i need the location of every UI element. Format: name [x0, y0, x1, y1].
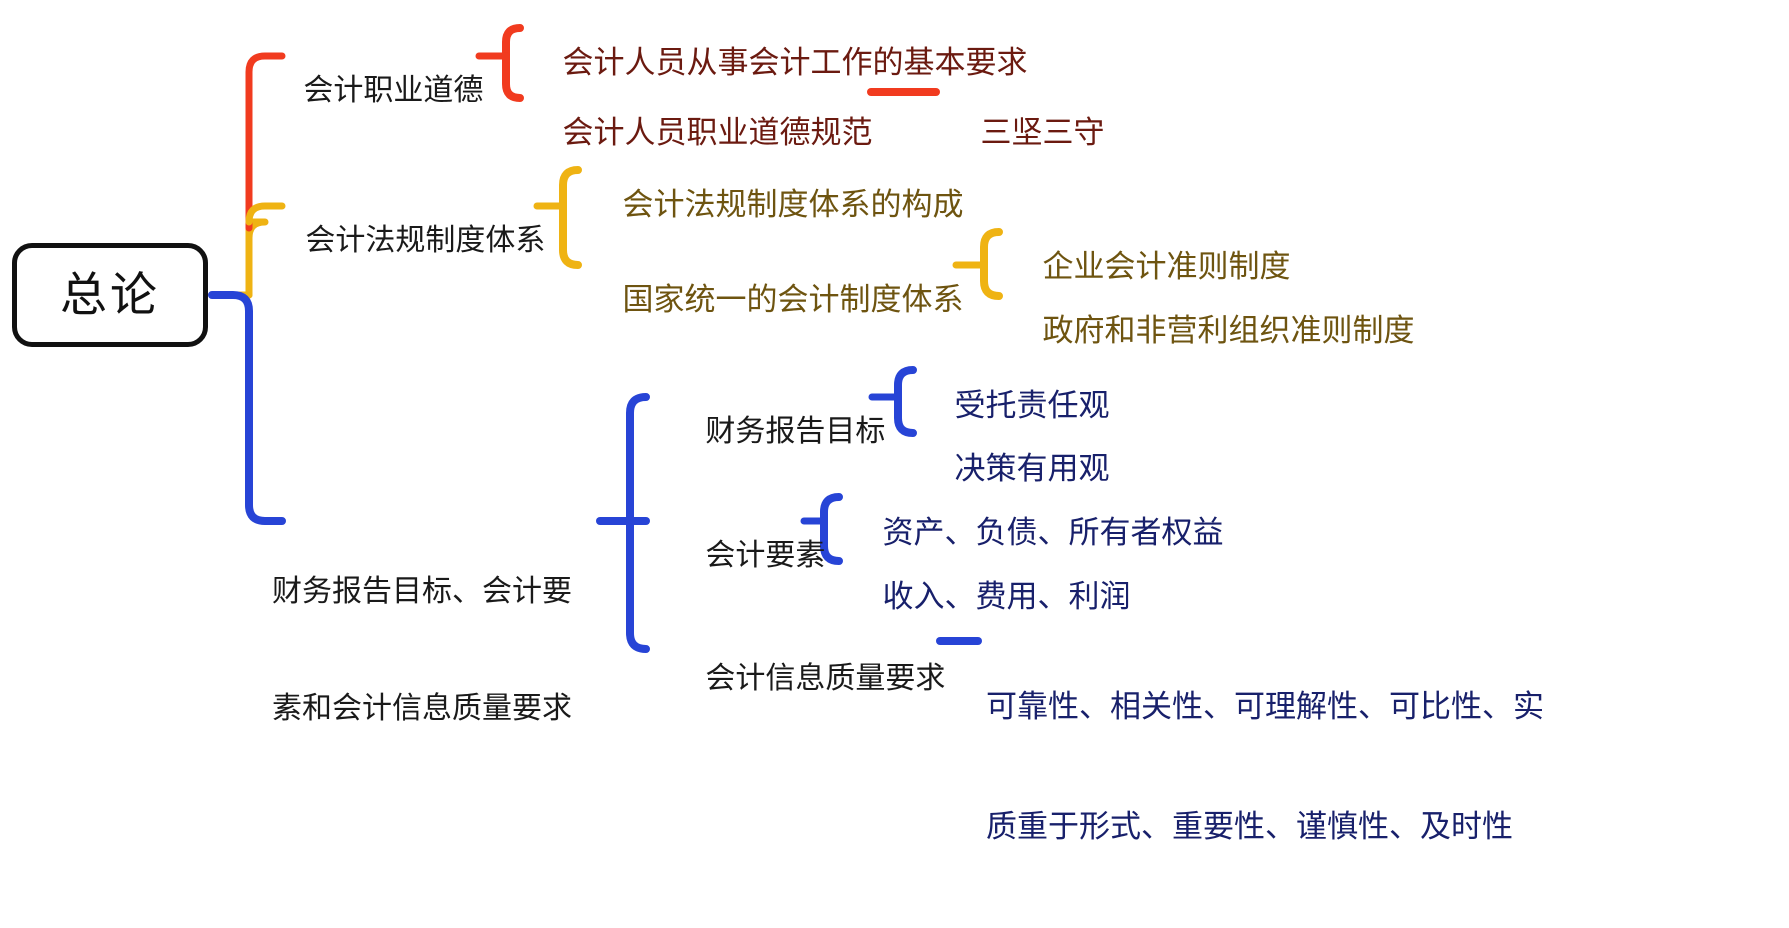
branch-reporting-line1: 财务报告目标、会计要	[272, 575, 572, 608]
node-accounting-elements-text: 会计要素	[705, 539, 826, 573]
mindmap-canvas: 总论 会计职业道德 会计人员从事会计工作的基本要求 会计人员职业道德规范 三坚三…	[12, 8, 1544, 844]
leaf-ethics-three-principles[interactable]: 三坚三守	[946, 78, 1104, 188]
gold-fork-bottom	[559, 202, 582, 269]
blue-elem-fork-top	[820, 493, 843, 525]
node-information-quality-text: 会计信息质量要求	[705, 662, 946, 696]
branch-reporting-line2: 素和会计信息质量要求	[272, 692, 572, 725]
blue-elem-fork-bottom	[820, 517, 843, 565]
leaf-decision-usefulness-view-text: 决策有用观	[954, 450, 1110, 486]
leaf-quality-characteristics[interactable]: 可靠性、相关性、可理解性、可比性、实 质重于形式、重要性、谨慎性、及时性	[986, 606, 1544, 928]
gold-sub-fork-top	[980, 228, 1003, 269]
node-financial-report-goal[interactable]: 财务报告目标	[672, 379, 885, 485]
root-node[interactable]: 总论	[12, 243, 208, 347]
leaf-ethics-basic-requirements-text: 会计人员从事会计工作的基本要求	[562, 44, 1028, 80]
node-accounting-elements[interactable]: 会计要素	[672, 503, 825, 609]
leaf-enterprise-standards[interactable]: 企业会计准则制度	[1008, 212, 1290, 322]
blue-fork-top	[626, 393, 650, 525]
leaf-regulation-structure[interactable]: 会计法规制度体系的构成	[588, 150, 963, 260]
leaf-national-unified-system[interactable]: 国家统一的会计制度体系	[588, 245, 963, 355]
leaf-regulation-structure-text: 会计法规制度体系的构成	[622, 186, 964, 222]
leaf-ethics-three-principles-text: 三坚三守	[980, 114, 1105, 150]
blue-branch-arm	[208, 291, 286, 525]
blue-goal-fork-bottom	[894, 393, 917, 437]
node-financial-report-goal-text: 财务报告目标	[705, 415, 886, 449]
leaf-stewardship-view-text: 受托责任观	[954, 387, 1110, 423]
leaf-quality-characteristics-line1: 可靠性、相关性、可理解性、可比性、实	[986, 688, 1544, 724]
leaf-ethics-basic-requirements[interactable]: 会计人员从事会计工作的基本要求	[528, 8, 1027, 118]
red-fork-top	[502, 24, 524, 60]
leaf-government-nonprofit-standards[interactable]: 政府和非营利组织准则制度	[1008, 276, 1414, 386]
leaf-decision-usefulness-view[interactable]: 决策有用观	[920, 414, 1109, 524]
leaf-revenue-expense-profit[interactable]: 收入、费用、利润	[848, 542, 1130, 652]
branch-label-reporting[interactable]: 财务报告目标、会计要 素和会计信息质量要求	[272, 494, 572, 806]
node-information-quality[interactable]: 会计信息质量要求	[672, 626, 945, 732]
branch-ethics-text: 会计职业道德	[303, 74, 484, 108]
leaf-assets-liabilities-equity[interactable]: 资产、负债、所有者权益	[848, 478, 1223, 588]
branch-label-ethics[interactable]: 会计职业道德	[270, 38, 483, 144]
leaf-quality-characteristics-line2: 质重于形式、重要性、谨慎性、及时性	[986, 809, 1513, 845]
blue-goal-fork-top	[894, 366, 917, 401]
branch-label-regulations[interactable]: 会计法规制度体系	[272, 188, 545, 294]
leaf-revenue-expense-profit-text: 收入、费用、利润	[882, 578, 1131, 614]
leaf-stewardship-view[interactable]: 受托责任观	[920, 351, 1109, 461]
leaf-ethics-code[interactable]: 会计人员职业道德规范	[528, 78, 872, 188]
branch-regulations-text: 会计法规制度体系	[305, 224, 546, 258]
leaf-enterprise-standards-text: 企业会计准则制度	[1042, 248, 1291, 284]
leaf-assets-liabilities-equity-text: 资产、负债、所有者权益	[882, 514, 1224, 550]
leaf-national-unified-system-text: 国家统一的会计制度体系	[622, 281, 964, 317]
leaf-government-nonprofit-standards-text: 政府和非营利组织准则制度	[1042, 312, 1415, 348]
red-fork-bottom	[502, 52, 524, 102]
blue-fork-bottom	[626, 517, 650, 653]
root-label: 总论	[60, 268, 160, 322]
leaf-ethics-code-text: 会计人员职业道德规范	[562, 114, 873, 150]
gold-trunk-up	[245, 218, 269, 299]
gold-sub-fork-bottom	[980, 261, 1003, 300]
